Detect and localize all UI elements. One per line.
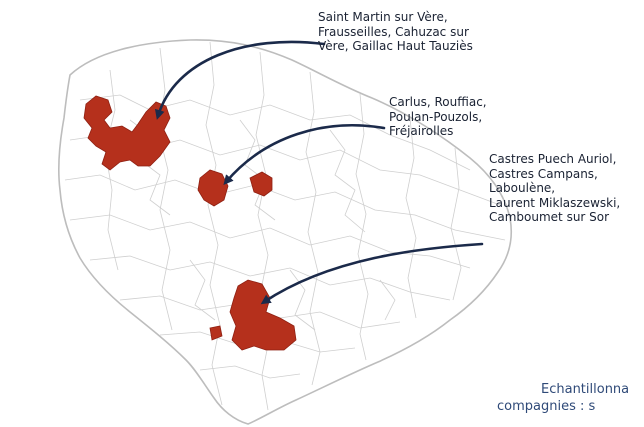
department-outline xyxy=(58,39,513,425)
highlight-region-5 xyxy=(209,325,223,341)
caption-line-1: Echantillonna xyxy=(541,382,630,397)
curved-arrow-icon xyxy=(223,124,386,186)
highlight-region-4 xyxy=(229,279,297,351)
annotation-group-2: Carlus, Rouffiac, Poulan-Pouzols, Fréjai… xyxy=(389,95,487,139)
annotation-line: Castres Campans, xyxy=(489,166,598,181)
curved-arrow-icon xyxy=(260,242,484,305)
annotation-line: Carlus, Rouffiac, xyxy=(389,95,487,109)
map-caption: Echantillonna compagnies : s xyxy=(497,381,644,415)
annotation-line: Castres Puech Auriol, xyxy=(489,152,617,166)
annotation-line: Poulan-Pouzols, xyxy=(389,109,483,124)
annotation-line: Camboumet sur Sor xyxy=(489,210,610,224)
highlight-region-2 xyxy=(197,169,229,207)
highlighted-communes xyxy=(83,95,297,351)
annotation-line: Laboulène, xyxy=(489,181,556,195)
curved-arrow-icon xyxy=(154,40,326,120)
annotation-line: Laurent Miklaszewski, xyxy=(489,195,621,210)
annotation-line: Vère, Gaillac Haut Tauziès xyxy=(318,39,473,53)
commune-borders xyxy=(64,41,506,411)
annotation-line: Frausseilles, Cahuzac sur xyxy=(318,24,469,39)
highlight-region-3 xyxy=(249,171,273,197)
annotation-line: Saint Martin sur Vère, xyxy=(318,10,448,24)
arrows xyxy=(154,40,484,305)
annotation-group-1: Saint Martin sur Vère, Frausseilles, Cah… xyxy=(318,10,473,54)
highlight-region-1 xyxy=(83,95,171,171)
caption-line-2: compagnies : s xyxy=(497,399,596,414)
annotation-line: Fréjairolles xyxy=(389,124,454,138)
annotation-group-3: Castres Puech Auriol, Castres Campans, L… xyxy=(489,152,620,225)
